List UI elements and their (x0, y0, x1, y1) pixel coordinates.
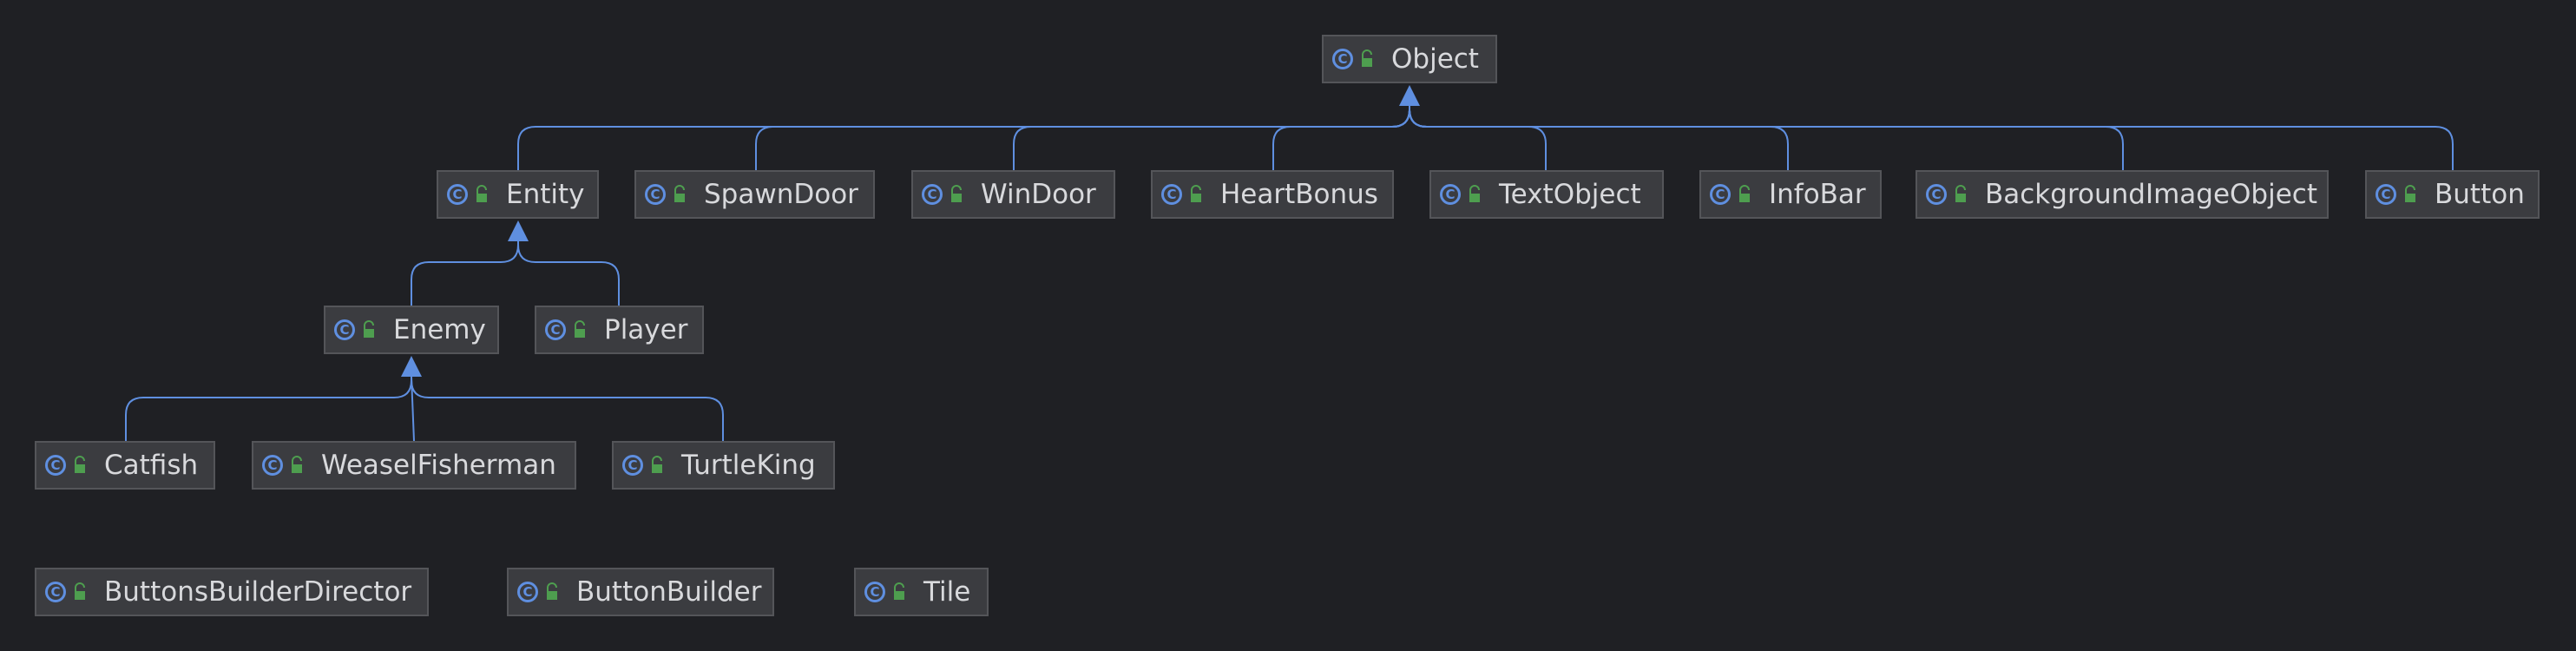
public-lock-icon (364, 320, 374, 338)
class-node-label: ButtonBuilder (576, 576, 762, 608)
class-node-infobar[interactable]: C InfoBar (1699, 170, 1882, 219)
class-node-label: SpawnDoor (704, 179, 858, 210)
class-node-object[interactable]: C Object (1322, 35, 1497, 83)
edge-windoor-to-object (1013, 106, 1410, 170)
class-c-icon: C (645, 184, 666, 205)
edge-backgroundimageobject-to-object (1409, 106, 2124, 170)
class-c-icon: C (1710, 184, 1731, 205)
class-node-weaselfisherman[interactable]: C WeaselFisherman (252, 441, 576, 490)
class-node-label: Catfish (104, 450, 199, 481)
edge-textobject-to-object (1409, 106, 1547, 170)
class-c-icon: C (1440, 184, 1461, 205)
arrowhead-enemy (401, 356, 422, 377)
class-c-icon: C (922, 184, 943, 205)
edge-entity-to-object (517, 106, 1410, 170)
class-c-icon: C (334, 319, 355, 340)
class-c-icon: C (45, 582, 66, 602)
class-node-label: Tile (923, 576, 971, 608)
class-c-icon: C (45, 455, 66, 476)
class-node-catfish[interactable]: C Catfish (35, 441, 215, 490)
arrowhead-object (1399, 85, 1420, 106)
class-node-button[interactable]: C Button (2365, 170, 2540, 219)
public-lock-icon (1362, 49, 1372, 67)
public-lock-icon (476, 185, 487, 202)
public-lock-icon (894, 582, 904, 600)
class-c-icon: C (1161, 184, 1182, 205)
public-lock-icon (652, 456, 662, 473)
class-c-icon: C (545, 319, 566, 340)
class-c-icon: C (1332, 49, 1353, 69)
public-lock-icon (547, 582, 557, 600)
class-node-entity[interactable]: C Entity (437, 170, 599, 219)
public-lock-icon (75, 582, 85, 600)
public-lock-icon (951, 185, 962, 202)
class-c-icon: C (517, 582, 538, 602)
class-node-label: TextObject (1499, 179, 1641, 210)
arrowhead-entity (508, 220, 529, 241)
edge-button-to-object (1409, 106, 2454, 170)
public-lock-icon (1191, 185, 1201, 202)
class-c-icon: C (2376, 184, 2396, 205)
public-lock-icon (292, 456, 302, 473)
class-node-label: WeaselFisherman (321, 450, 556, 481)
class-c-icon: C (262, 455, 283, 476)
class-node-label: WinDoor (981, 179, 1096, 210)
public-lock-icon (1955, 185, 1966, 202)
class-node-tile[interactable]: C Tile (854, 568, 989, 616)
class-c-icon: C (622, 455, 643, 476)
class-node-windoor[interactable]: C WinDoor (911, 170, 1115, 219)
class-node-spawndoor[interactable]: C SpawnDoor (634, 170, 875, 219)
class-node-player[interactable]: C Player (535, 306, 704, 354)
class-node-textobject[interactable]: C TextObject (1429, 170, 1664, 219)
class-c-icon: C (447, 184, 468, 205)
class-node-label: Object (1391, 43, 1479, 75)
class-c-icon: C (1926, 184, 1947, 205)
edge-spawndoor-to-object (755, 106, 1410, 170)
class-node-backgroundimageobject[interactable]: C BackgroundImageObject (1916, 170, 2329, 219)
edge-turtleking-to-enemy (411, 377, 724, 441)
class-node-turtleking[interactable]: C TurtleKing (612, 441, 835, 490)
class-node-label: Entity (506, 179, 585, 210)
edge-heartbonus-to-object (1272, 106, 1410, 170)
class-node-enemy[interactable]: C Enemy (324, 306, 499, 354)
class-node-label: BackgroundImageObject (1985, 179, 2317, 210)
edge-catfish-to-enemy (125, 377, 412, 441)
public-lock-icon (575, 320, 585, 338)
class-node-label: TurtleKing (681, 450, 816, 481)
public-lock-icon (2405, 185, 2415, 202)
class-node-buttonsbuilderdirector[interactable]: C ButtonsBuilderDirector (35, 568, 429, 616)
public-lock-icon (1739, 185, 1750, 202)
class-node-label: Button (2435, 179, 2525, 210)
class-c-icon: C (864, 582, 885, 602)
class-node-buttonbuilder[interactable]: C ButtonBuilder (507, 568, 774, 616)
edge-player-to-entity (517, 241, 620, 306)
class-node-label: InfoBar (1769, 179, 1866, 210)
class-node-heartbonus[interactable]: C HeartBonus (1151, 170, 1394, 219)
class-node-label: Enemy (393, 314, 486, 345)
edge-infobar-to-object (1409, 106, 1789, 170)
class-node-label: ButtonsBuilderDirector (104, 576, 412, 608)
public-lock-icon (674, 185, 685, 202)
public-lock-icon (75, 456, 85, 473)
edge-enemy-to-entity (411, 241, 519, 306)
class-node-label: Player (604, 314, 688, 345)
public-lock-icon (1469, 185, 1480, 202)
class-node-label: HeartBonus (1220, 179, 1378, 210)
